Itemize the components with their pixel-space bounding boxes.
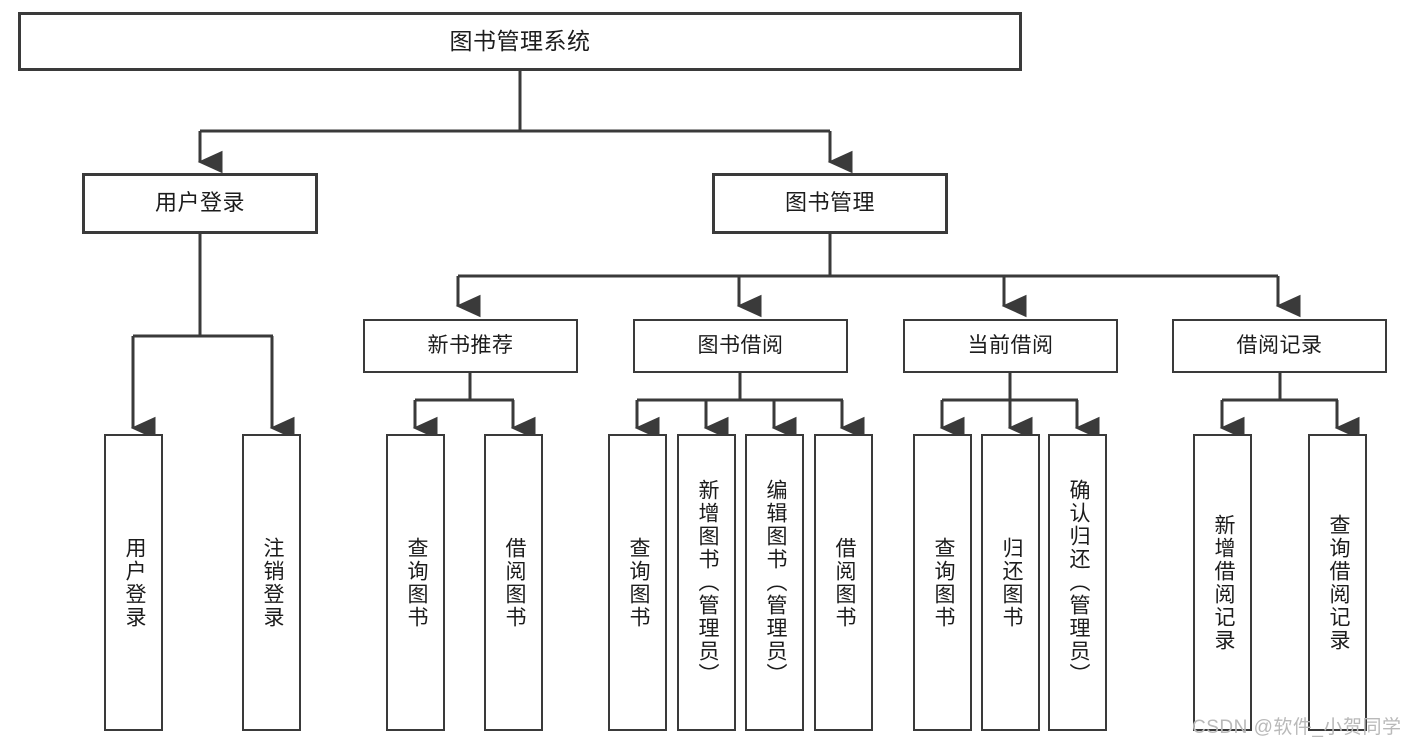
leaf-edit-book[interactable]: 编辑图书（管理员） — [745, 434, 804, 731]
node-root[interactable]: 图书管理系统 — [18, 12, 1022, 71]
node-book-borrow[interactable]: 图书借阅 — [633, 319, 848, 373]
leaf-query-book-1[interactable]: 查询图书 — [386, 434, 445, 731]
leaf-logout-login-label: 注销登录 — [260, 536, 284, 629]
leaf-query-book-3-label: 查询图书 — [931, 536, 955, 629]
leaf-confirm-return-label: 确认归还（管理员） — [1066, 479, 1090, 686]
leaf-edit-book-label: 编辑图书（管理员） — [763, 479, 787, 686]
leaf-logout-login[interactable]: 注销登录 — [242, 434, 301, 731]
leaf-query-book-2[interactable]: 查询图书 — [608, 434, 667, 731]
leaf-query-book-3[interactable]: 查询图书 — [913, 434, 972, 731]
node-user-login[interactable]: 用户登录 — [82, 173, 318, 234]
leaf-add-book[interactable]: 新增图书（管理员） — [677, 434, 736, 731]
node-book-management-label: 图书管理 — [784, 190, 875, 216]
node-borrow-record-label: 借阅记录 — [1236, 334, 1323, 358]
leaf-query-book-2-label: 查询图书 — [626, 536, 650, 629]
node-user-login-label: 用户登录 — [154, 190, 245, 216]
leaf-query-record[interactable]: 查询借阅记录 — [1308, 434, 1367, 731]
leaf-query-record-label: 查询借阅记录 — [1326, 513, 1350, 652]
leaf-add-record[interactable]: 新增借阅记录 — [1193, 434, 1252, 731]
leaf-return-book-label: 归还图书 — [999, 536, 1023, 629]
node-book-borrow-label: 图书借阅 — [697, 334, 784, 358]
node-borrow-record[interactable]: 借阅记录 — [1172, 319, 1387, 373]
leaf-borrow-book-2[interactable]: 借阅图书 — [814, 434, 873, 731]
leaf-user-login[interactable]: 用户登录 — [104, 434, 163, 731]
node-new-book-recommend[interactable]: 新书推荐 — [363, 319, 578, 373]
leaf-borrow-book-1-label: 借阅图书 — [502, 536, 526, 629]
leaf-add-book-label: 新增图书（管理员） — [695, 479, 719, 686]
leaf-add-record-label: 新增借阅记录 — [1211, 513, 1235, 652]
leaf-return-book[interactable]: 归还图书 — [981, 434, 1040, 731]
node-new-book-recommend-label: 新书推荐 — [427, 334, 514, 358]
leaf-query-book-1-label: 查询图书 — [404, 536, 428, 629]
node-current-borrow-label: 当前借阅 — [967, 334, 1054, 358]
leaf-user-login-label: 用户登录 — [122, 536, 146, 629]
node-book-management[interactable]: 图书管理 — [712, 173, 948, 234]
node-current-borrow[interactable]: 当前借阅 — [903, 319, 1118, 373]
node-root-label: 图书管理系统 — [449, 27, 591, 54]
leaf-borrow-book-2-label: 借阅图书 — [832, 536, 856, 629]
leaf-borrow-book-1[interactable]: 借阅图书 — [484, 434, 543, 731]
leaf-confirm-return[interactable]: 确认归还（管理员） — [1048, 434, 1107, 731]
